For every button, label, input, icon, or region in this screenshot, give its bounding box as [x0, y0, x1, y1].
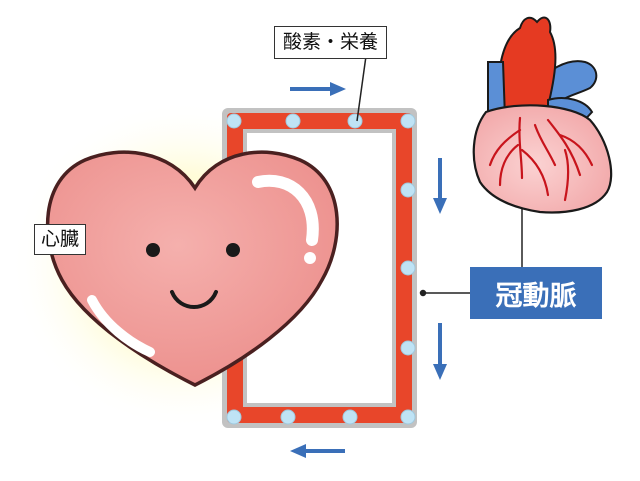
vessel-dot [280, 409, 296, 425]
vessel-dot [400, 260, 416, 276]
vessel-dot [400, 340, 416, 356]
heart-smile [170, 290, 218, 309]
vessel-dots [226, 113, 416, 425]
vessel-dot [347, 113, 363, 129]
heart-eye-right [226, 243, 240, 257]
heart-character [45, 150, 339, 387]
heart-eye-left [146, 243, 160, 257]
flow-arrows [290, 82, 447, 458]
vessel-dot [226, 113, 242, 129]
leader-lines [356, 55, 523, 297]
anatomical-heart [472, 16, 613, 214]
flow-arrow-right-lower [433, 323, 447, 380]
flow-arrow-bottom [290, 444, 345, 458]
vessel-dot [342, 409, 358, 425]
heart-shine [87, 295, 155, 357]
vessel-dot [226, 409, 242, 425]
flow-arrow-right-upper [433, 158, 447, 214]
heart-shine [252, 174, 319, 246]
flow-arrow-top [290, 82, 346, 96]
vessel-dot [285, 113, 301, 129]
coronary-artery-label: 冠動脈 [470, 267, 602, 319]
vessel-dot [400, 113, 416, 129]
vessel-dot [400, 409, 416, 425]
coronary-branches [488, 116, 594, 202]
oxygen-nutrients-label: 酸素・栄養 [274, 26, 388, 59]
vessel-dot [400, 182, 416, 198]
heart-label: 心臓 [34, 224, 87, 255]
